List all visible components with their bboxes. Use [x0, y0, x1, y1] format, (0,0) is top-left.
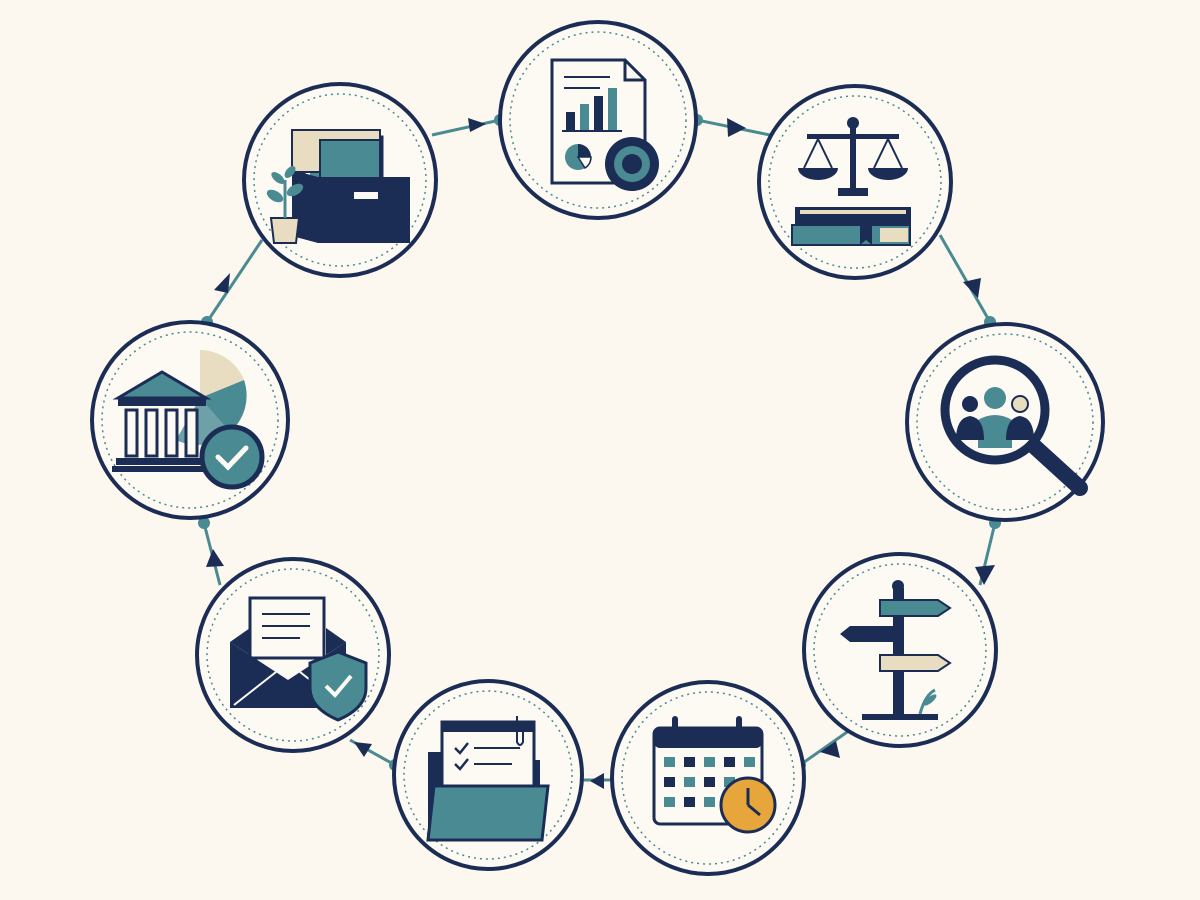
envelope-shield-icon — [230, 596, 368, 722]
node-stakeholder-search — [905, 322, 1105, 522]
checkmark-badge-icon — [199, 424, 265, 490]
arrow-1-2 — [468, 118, 486, 132]
potted-plant-icon — [266, 166, 304, 244]
calendar-clock-icon — [652, 716, 777, 834]
signpost-icon — [840, 580, 952, 720]
arrow-2-3 — [727, 118, 746, 137]
node-legal-review — [757, 84, 953, 280]
arrow-9-1 — [214, 273, 230, 293]
dot — [198, 517, 210, 529]
arrow-3-4 — [963, 278, 981, 298]
arrow-5-6 — [820, 741, 840, 758]
checklist-folder-icon — [426, 716, 550, 842]
node-records-archive — [242, 82, 438, 278]
node-direction-planning — [802, 552, 998, 748]
node-institution-approval — [90, 320, 290, 520]
arrow-6-7 — [590, 773, 604, 789]
magnifier-people-icon — [940, 355, 1088, 496]
connector-5-6 — [799, 728, 851, 767]
law-books-icon — [791, 207, 911, 246]
report-chart-icon — [550, 58, 659, 191]
arrowheads — [206, 118, 995, 789]
connector-9-1 — [205, 239, 264, 323]
connector-3-4 — [938, 234, 992, 323]
arrow-8-9 — [206, 549, 224, 567]
bank-building-icon — [112, 370, 214, 472]
file-box-icon — [291, 129, 410, 243]
connector-1-2 — [431, 118, 501, 137]
scales-of-justice-icon — [798, 117, 908, 196]
arrow-4-5 — [975, 565, 995, 585]
node-secure-mail — [195, 557, 391, 753]
node-financial-reports — [498, 20, 698, 220]
arrow-7-8 — [354, 742, 372, 757]
node-scheduling — [610, 680, 806, 876]
node-document-checklist — [392, 679, 584, 871]
